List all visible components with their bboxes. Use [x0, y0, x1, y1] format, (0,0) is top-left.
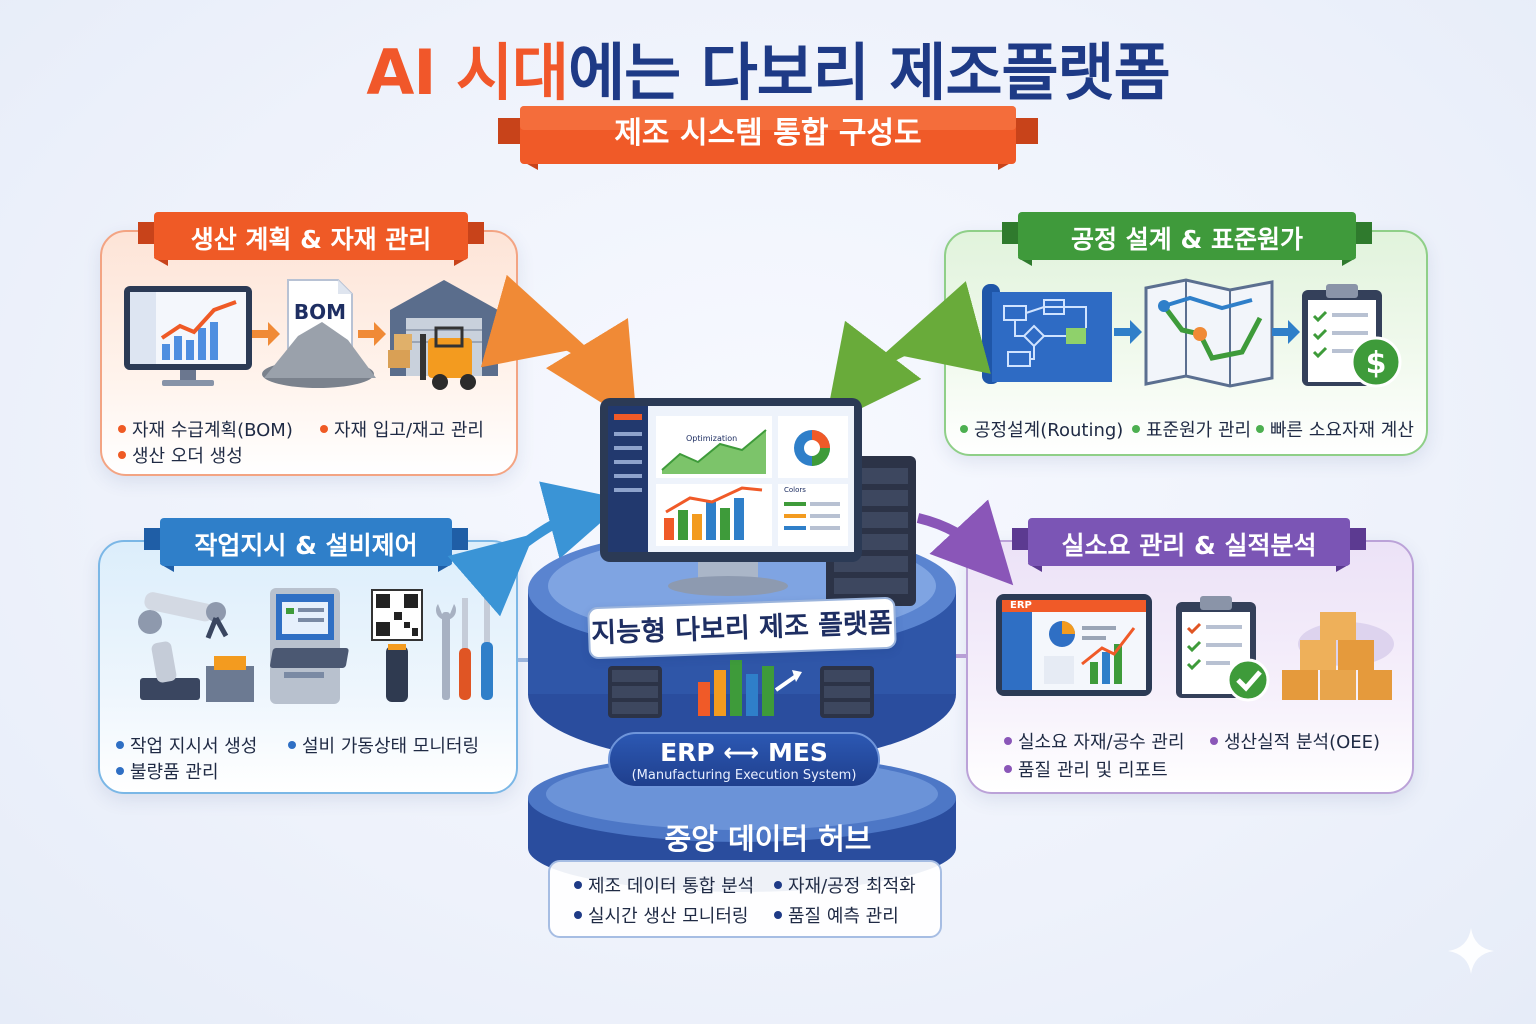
bullet-process-2: 표준원가 관리	[1132, 416, 1251, 442]
bullet-production-2: 자재 입고/재고 관리	[320, 416, 484, 442]
kiosk-terminal-icon	[270, 588, 349, 704]
bullet-text: 표준원가 관리	[1146, 420, 1252, 441]
bullet-text: 설비 가동상태 모니터링	[302, 736, 480, 757]
bullet-hub-2: 자재/공정 최적화	[774, 872, 916, 898]
bullet-hub-4: 품질 예측 관리	[774, 902, 899, 928]
subtitle-ribbon: 제조 시스템 통합 구성도	[498, 104, 1038, 172]
hub-bullets-box	[548, 860, 942, 938]
bom-document-icon	[262, 279, 376, 388]
sparkle-icon	[1448, 928, 1494, 974]
bullet-text: 품질 관리 및 리포트	[1018, 760, 1168, 781]
panel-production-title: 생산 계획 & 자재 관리	[190, 225, 432, 254]
hub-title: 중앙 데이터 허브	[664, 822, 872, 856]
arrow-right-icon-3	[1114, 320, 1142, 344]
warehouse-forklift-icon	[388, 280, 498, 390]
planning-monitor-icon	[124, 286, 252, 386]
bullet-hub-1: 제조 데이터 통합 분석	[574, 872, 754, 898]
arrow-right-icon	[252, 322, 280, 346]
erp-tablet-icon	[996, 594, 1152, 696]
bullet-work-2: 설비 가동상태 모니터링	[288, 732, 479, 758]
bullet-demand-3: 품질 관리 및 리포트	[1004, 756, 1168, 782]
boxes-inventory-icon	[1282, 612, 1394, 700]
bullet-hub-3: 실시간 생산 모니터링	[574, 902, 748, 928]
qr-scanner-icon	[371, 589, 423, 702]
blueprint-icon	[982, 284, 1112, 384]
bullet-work-3: 불량품 관리	[116, 758, 219, 784]
robot-arm-icon	[138, 592, 254, 702]
erp-mes-badge: ERP ⟷ MES (Manufacturing Execution Syste…	[608, 732, 880, 788]
bullet-text: 빠른 소요자재 계산	[1270, 420, 1414, 441]
bullet-text: 자재 입고/재고 관리	[334, 420, 484, 441]
bullet-process-1: 공정설계(Routing)	[960, 416, 1123, 442]
ribbon-demand	[1012, 518, 1366, 572]
bullet-text: 공정설계(Routing)	[974, 420, 1124, 441]
ribbon-shape	[498, 106, 1038, 170]
erp-mes-label: ERP ⟷ MES	[660, 738, 828, 767]
screen-title: Optimization	[686, 434, 738, 443]
platform-label-box: 지능형 다보리 제조 플랫폼	[587, 596, 897, 660]
bom-label: BOM	[293, 300, 347, 324]
panel-process-title: 공정 설계 & 표준원가	[1071, 225, 1303, 254]
tools-icon	[436, 598, 493, 700]
ribbon-production	[138, 212, 484, 266]
bullet-text: 생산실적 분석(OEE)	[1224, 732, 1381, 753]
platform-label: 지능형 다보리 제조 플랫폼	[590, 607, 894, 650]
bullet-production-3: 생산 오더 생성	[118, 442, 243, 468]
route-map-icon	[1144, 278, 1274, 388]
title-rest: 에는 다보리 제조플랫폼	[568, 36, 1171, 109]
bullet-text: 품질 예측 관리	[788, 906, 899, 927]
bullet-production-1: 자재 수급계획(BOM)	[118, 416, 293, 442]
arrow-right-icon-2	[358, 322, 386, 346]
bullet-demand-1: 실소요 자재/공수 관리	[1004, 728, 1185, 754]
screen-subtitle: Colors	[784, 486, 806, 494]
panel-work-title: 작업지시 & 설비제어	[194, 531, 418, 560]
subtitle-text: 제조 시스템 통합 구성도	[614, 116, 922, 151]
bullet-process-3: 빠른 소요자재 계산	[1256, 416, 1414, 442]
page-title: AI 시대에는 다보리 제조플랫폼	[0, 22, 1536, 112]
panel-demand-title: 실소요 관리 & 실적분석	[1061, 531, 1317, 560]
title-highlight: AI 시대	[366, 36, 569, 109]
bullet-text: 불량품 관리	[130, 762, 219, 783]
clipboard-check-icon	[1176, 596, 1270, 702]
erp-screen-label: ERP	[1010, 600, 1032, 611]
bullet-work-1: 작업 지시서 생성	[116, 732, 257, 758]
erp-mes-sublabel: (Manufacturing Execution System)	[631, 768, 857, 783]
bullet-text: 작업 지시서 생성	[130, 736, 258, 757]
bullet-text: 실시간 생산 모니터링	[588, 906, 749, 927]
bullet-text: 자재 수급계획(BOM)	[132, 420, 293, 441]
bullet-text: 실소요 자재/공수 관리	[1018, 732, 1185, 753]
clipboard-cost-icon: $	[1302, 284, 1402, 388]
arrow-right-icon-4	[1272, 320, 1300, 344]
ribbon-process	[1002, 212, 1372, 266]
bullet-text: 제조 데이터 통합 분석	[588, 876, 755, 897]
bullet-demand-2: 생산실적 분석(OEE)	[1210, 728, 1380, 754]
bullet-text: 자재/공정 최적화	[788, 876, 916, 897]
bullet-text: 생산 오더 생성	[132, 446, 243, 467]
svg-text:$: $	[1366, 346, 1387, 381]
